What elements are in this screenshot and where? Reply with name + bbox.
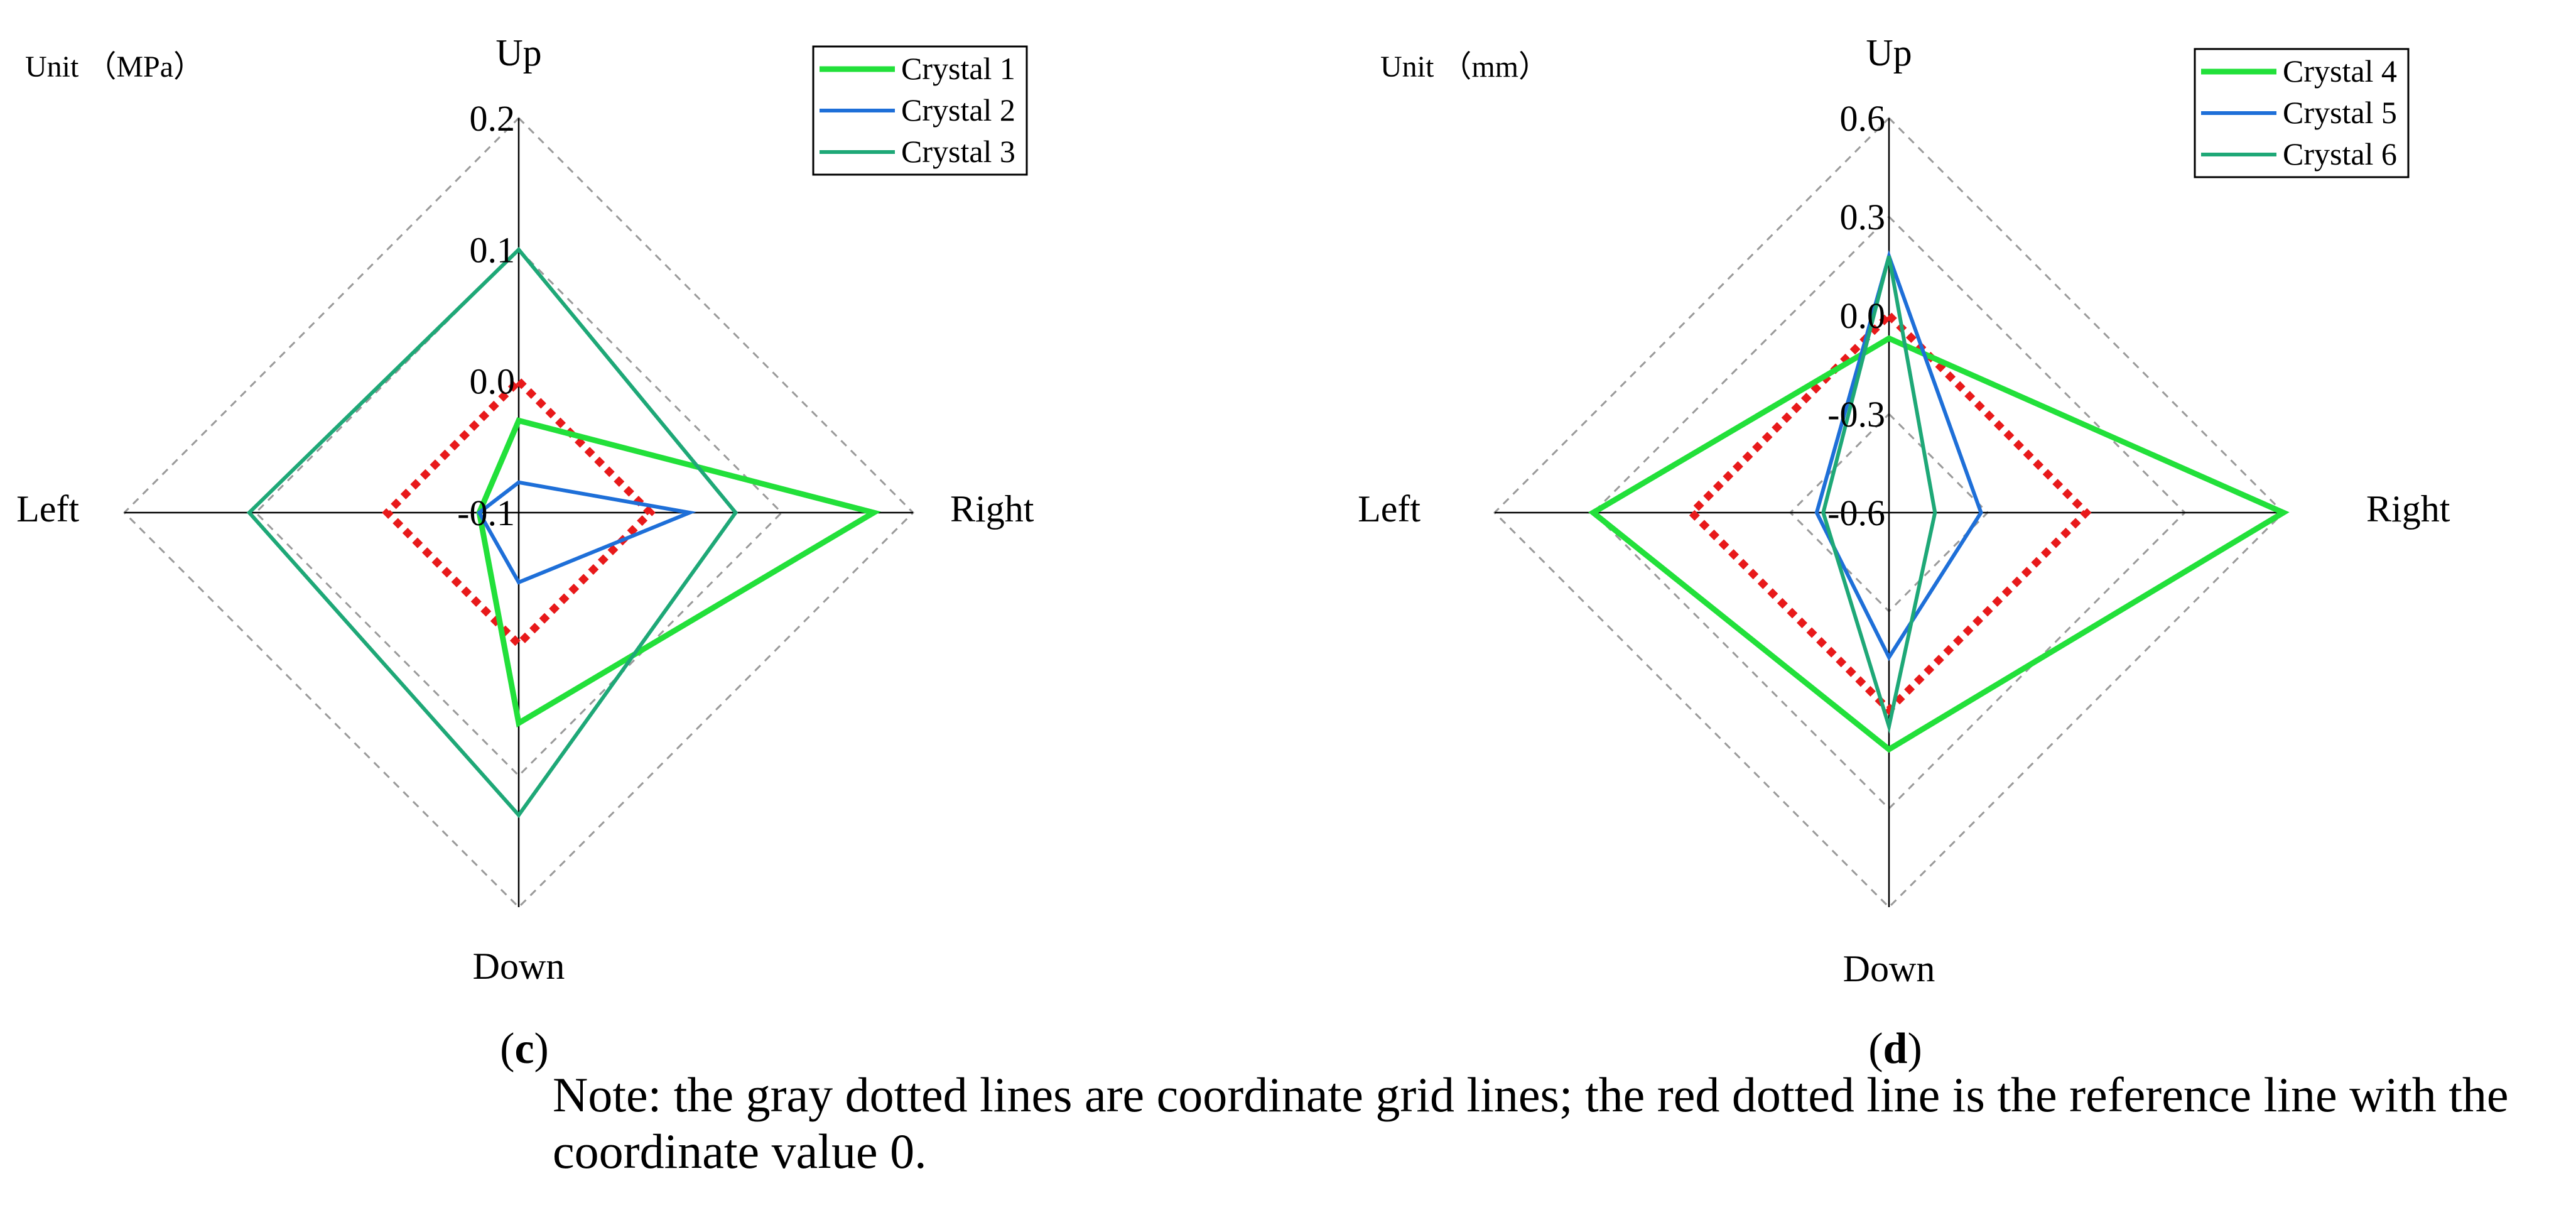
series-crystal-2 [477,480,696,585]
series-crystal-3 [246,246,739,819]
legend-entry: Crystal 4 [2283,53,2397,89]
panel-label: (c) [500,1025,549,1073]
legend-entry: Crystal 2 [901,92,1015,128]
legend-entry: Crystal 5 [2283,95,2397,130]
tick-label: -0.3 [1827,394,1885,435]
axis-label-up: Up [495,32,541,74]
panel-label: (d) [1868,1025,1922,1073]
axis-label-down: Down [1843,948,1935,989]
unit-label: Unit （MPa） [25,50,203,84]
legend: Crystal 4 Crystal 5 Crystal 6 [2194,48,2410,178]
grid-ring [1591,215,2187,810]
tick-label: 0.2 [470,98,516,139]
unit-label: Unit （mm） [1380,50,1549,84]
tick-label: 0.0 [1840,295,1886,336]
series-crystal-6 [1821,256,1937,734]
tick-label: 0.6 [1840,98,1886,139]
tick-label: -0.6 [1827,493,1885,533]
axis-label-left: Left [1358,488,1421,530]
series-crystal-5 [1814,249,1983,662]
axis-label-right: Right [2366,488,2450,530]
axis-label-down: Down [473,945,565,987]
axis-label-left: Left [16,488,79,530]
series-crystal-1 [476,417,881,728]
tick-label: -0.1 [457,493,515,533]
tick-label: 0.1 [470,229,516,270]
legend: Crystal 1 Crystal 2 Crystal 3 [812,45,1028,176]
reference-line-zero [1686,310,2092,716]
axis-label-up: Up [1866,32,1912,74]
series-crystal-4 [1588,335,2290,753]
axis-label-right: Right [950,488,1034,530]
legend-entry: Crystal 3 [901,134,1015,169]
tick-label: 0.3 [1840,197,1886,237]
legend-entry: Crystal 6 [2283,136,2397,172]
figure-note: Note: the gray dotted lines are coordina… [553,1067,2509,1179]
tick-label: 0.0 [470,361,516,402]
legend-entry: Crystal 1 [901,51,1015,86]
